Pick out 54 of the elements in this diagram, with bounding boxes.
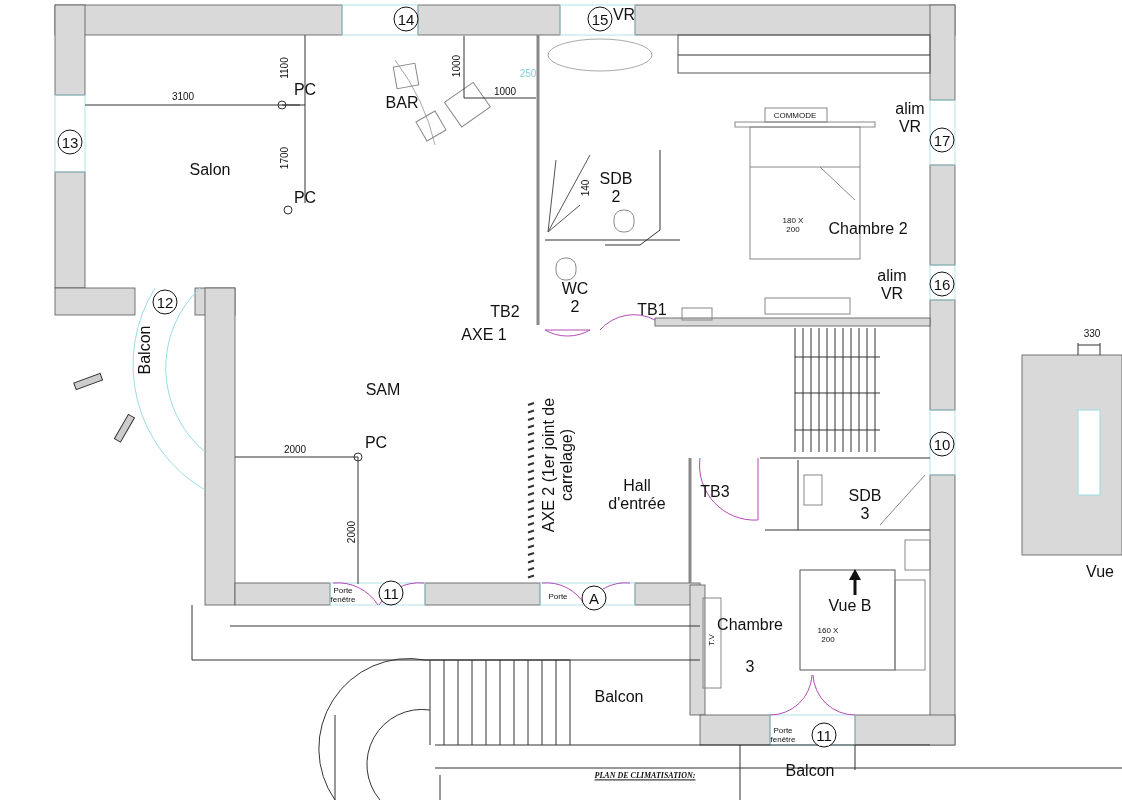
room-label: Balcon xyxy=(785,761,835,781)
dimension-value: 1000 xyxy=(451,54,463,78)
dimension-value: 250 xyxy=(519,68,537,80)
window-number: 10 xyxy=(929,431,955,457)
plan-title: PLAN DE CLIMATISATION: xyxy=(594,771,696,781)
supply-label: alim VR xyxy=(876,266,908,304)
window-number: 11 xyxy=(811,722,837,748)
bed-size-label: 160 X 200 xyxy=(816,625,840,645)
outlet-label: PC xyxy=(293,80,317,100)
dimension-value: 140 xyxy=(580,179,592,197)
room-label: Salon xyxy=(189,160,231,180)
room-label: BAR xyxy=(385,93,419,113)
dimension-value: 2000 xyxy=(346,520,358,544)
room-label: 3 xyxy=(745,657,755,677)
room-label: SDB 3 xyxy=(847,486,883,524)
dimension-value: 1000 xyxy=(493,86,517,98)
room-label: Chambre xyxy=(717,615,783,635)
door-label: Porte fenêtre xyxy=(769,725,797,745)
window-number: 11 xyxy=(378,580,404,606)
room-label: Balcon xyxy=(594,687,644,707)
bed-size-label: 180 X 200 xyxy=(781,215,805,235)
window-number: 14 xyxy=(393,6,419,32)
room-label: SAM xyxy=(365,380,401,400)
door-label: Porte xyxy=(548,592,568,602)
room-label: Chambre 2 xyxy=(828,219,908,239)
door-number: A xyxy=(581,585,607,611)
room-label: Balcon xyxy=(135,325,154,375)
door-label: Porte fenêtre xyxy=(329,585,357,605)
room-label: SDB 2 xyxy=(598,169,634,207)
window-number: 17 xyxy=(929,127,955,153)
panel-label: TB3 xyxy=(700,482,730,502)
axis-label: AXE 1 xyxy=(461,325,507,345)
supply-label: alim VR xyxy=(894,99,926,137)
view-label: Vue xyxy=(1086,562,1114,582)
panel-label: TB1 xyxy=(637,300,667,320)
room-label: VR xyxy=(612,5,636,25)
dimension-value: 330 xyxy=(1083,328,1101,340)
axis-label: AXE 2 (1er joint de carrelage) xyxy=(539,396,576,535)
dimension-value: 2000 xyxy=(283,444,307,456)
dimension-value: 1700 xyxy=(279,146,291,170)
outlet-label: PC xyxy=(364,433,388,453)
furniture-label: COMMODE xyxy=(773,111,817,121)
room-label: WC 2 xyxy=(560,279,590,317)
dimension-value: 3100 xyxy=(171,91,195,103)
outlet-label: PC xyxy=(293,188,317,208)
room-label: Hall d'entrée xyxy=(607,476,667,514)
window-number: 15 xyxy=(587,6,613,32)
window-number: 13 xyxy=(57,129,83,155)
window-number: 12 xyxy=(152,289,178,315)
tv-label: T.V xyxy=(707,634,717,646)
view-label: Vue B xyxy=(828,596,872,616)
panel-label: TB2 xyxy=(490,302,520,322)
window-number: 16 xyxy=(929,271,955,297)
dimension-value: 1100 xyxy=(279,57,291,79)
